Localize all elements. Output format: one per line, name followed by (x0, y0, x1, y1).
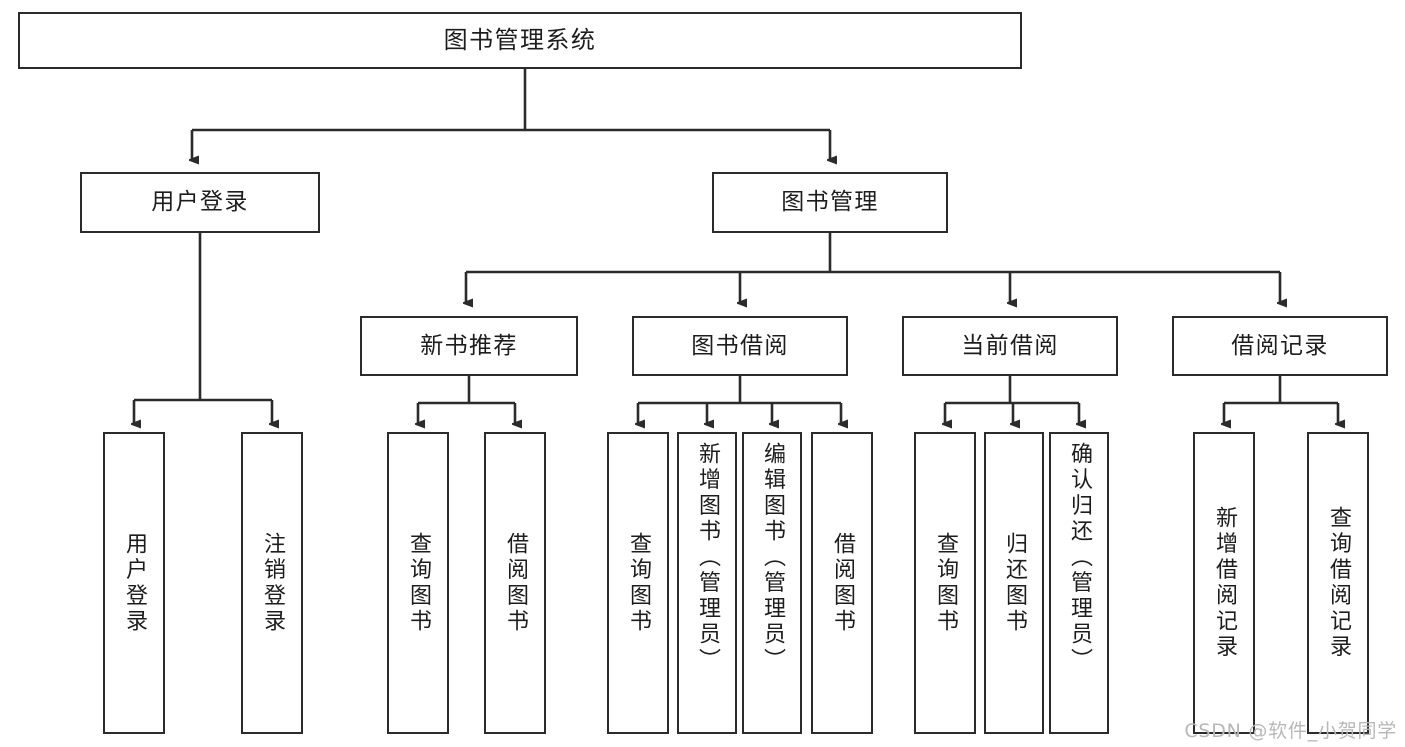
edges-root-to-level2 (192, 69, 830, 160)
node-label: 借阅记录 (1231, 332, 1329, 359)
node-leaf-return-book[interactable]: 归还图书 (984, 432, 1044, 734)
edges-login-to-leaves (134, 233, 272, 424)
node-label: 确认归还（管理员） (1067, 442, 1092, 674)
node-book-borrow[interactable]: 图书借阅 (632, 316, 848, 376)
node-leaf-query-book-current[interactable]: 查询图书 (914, 432, 976, 734)
node-label: 新增图书（管理员） (695, 442, 720, 674)
node-leaf-add-borrow-record[interactable]: 新增借阅记录 (1193, 432, 1255, 734)
node-leaf-user-login[interactable]: 用户登录 (103, 432, 165, 734)
node-leaf-confirm-return-admin[interactable]: 确认归还（管理员） (1049, 432, 1109, 734)
node-new-book-recommend[interactable]: 新书推荐 (360, 316, 578, 376)
edges-newbook-to-leaves (418, 376, 515, 424)
node-label: 图书管理系统 (443, 25, 597, 54)
node-leaf-edit-book-admin[interactable]: 编辑图书（管理员） (742, 432, 802, 734)
node-label: 借阅图书 (830, 531, 855, 635)
node-label: 新增借阅记录 (1212, 505, 1237, 661)
node-book-management[interactable]: 图书管理 (712, 172, 948, 233)
node-label: 新书推荐 (420, 332, 518, 359)
node-leaf-query-borrow-record[interactable]: 查询借阅记录 (1307, 432, 1369, 734)
node-label: 注销登录 (260, 531, 285, 635)
node-label: 图书管理 (781, 189, 879, 216)
node-label: 归还图书 (1002, 531, 1027, 635)
node-leaf-borrow-book[interactable]: 借阅图书 (811, 432, 873, 734)
node-label: 查询借阅记录 (1326, 505, 1351, 661)
node-label: 借阅图书 (503, 531, 528, 635)
edges-bookmgmt-to-level3 (466, 233, 1280, 303)
node-label: 用户登录 (151, 189, 249, 216)
watermark-text: CSDN @软件_小贺同学 (1184, 720, 1397, 742)
node-leaf-borrow-book-new[interactable]: 借阅图书 (484, 432, 546, 734)
edges-borrow-to-leaves (638, 376, 841, 424)
node-leaf-add-book-admin[interactable]: 新增图书（管理员） (677, 432, 737, 734)
node-borrow-records[interactable]: 借阅记录 (1172, 316, 1388, 376)
node-root-system[interactable]: 图书管理系统 (18, 12, 1022, 69)
node-label: 图书借阅 (691, 332, 789, 359)
node-label: 用户登录 (122, 531, 147, 635)
node-leaf-user-logout[interactable]: 注销登录 (241, 432, 303, 734)
node-leaf-query-book-new[interactable]: 查询图书 (387, 432, 449, 734)
node-label: 当前借阅 (961, 332, 1059, 359)
edges-records-to-leaves (1224, 376, 1338, 424)
node-label: 查询图书 (406, 531, 431, 635)
node-label: 查询图书 (626, 531, 651, 635)
node-label: 编辑图书（管理员） (760, 442, 785, 674)
edges-current-to-leaves (945, 376, 1079, 424)
node-user-login[interactable]: 用户登录 (80, 172, 320, 233)
node-current-borrow[interactable]: 当前借阅 (902, 316, 1118, 376)
node-label: 查询图书 (933, 531, 958, 635)
node-leaf-query-book[interactable]: 查询图书 (607, 432, 669, 734)
